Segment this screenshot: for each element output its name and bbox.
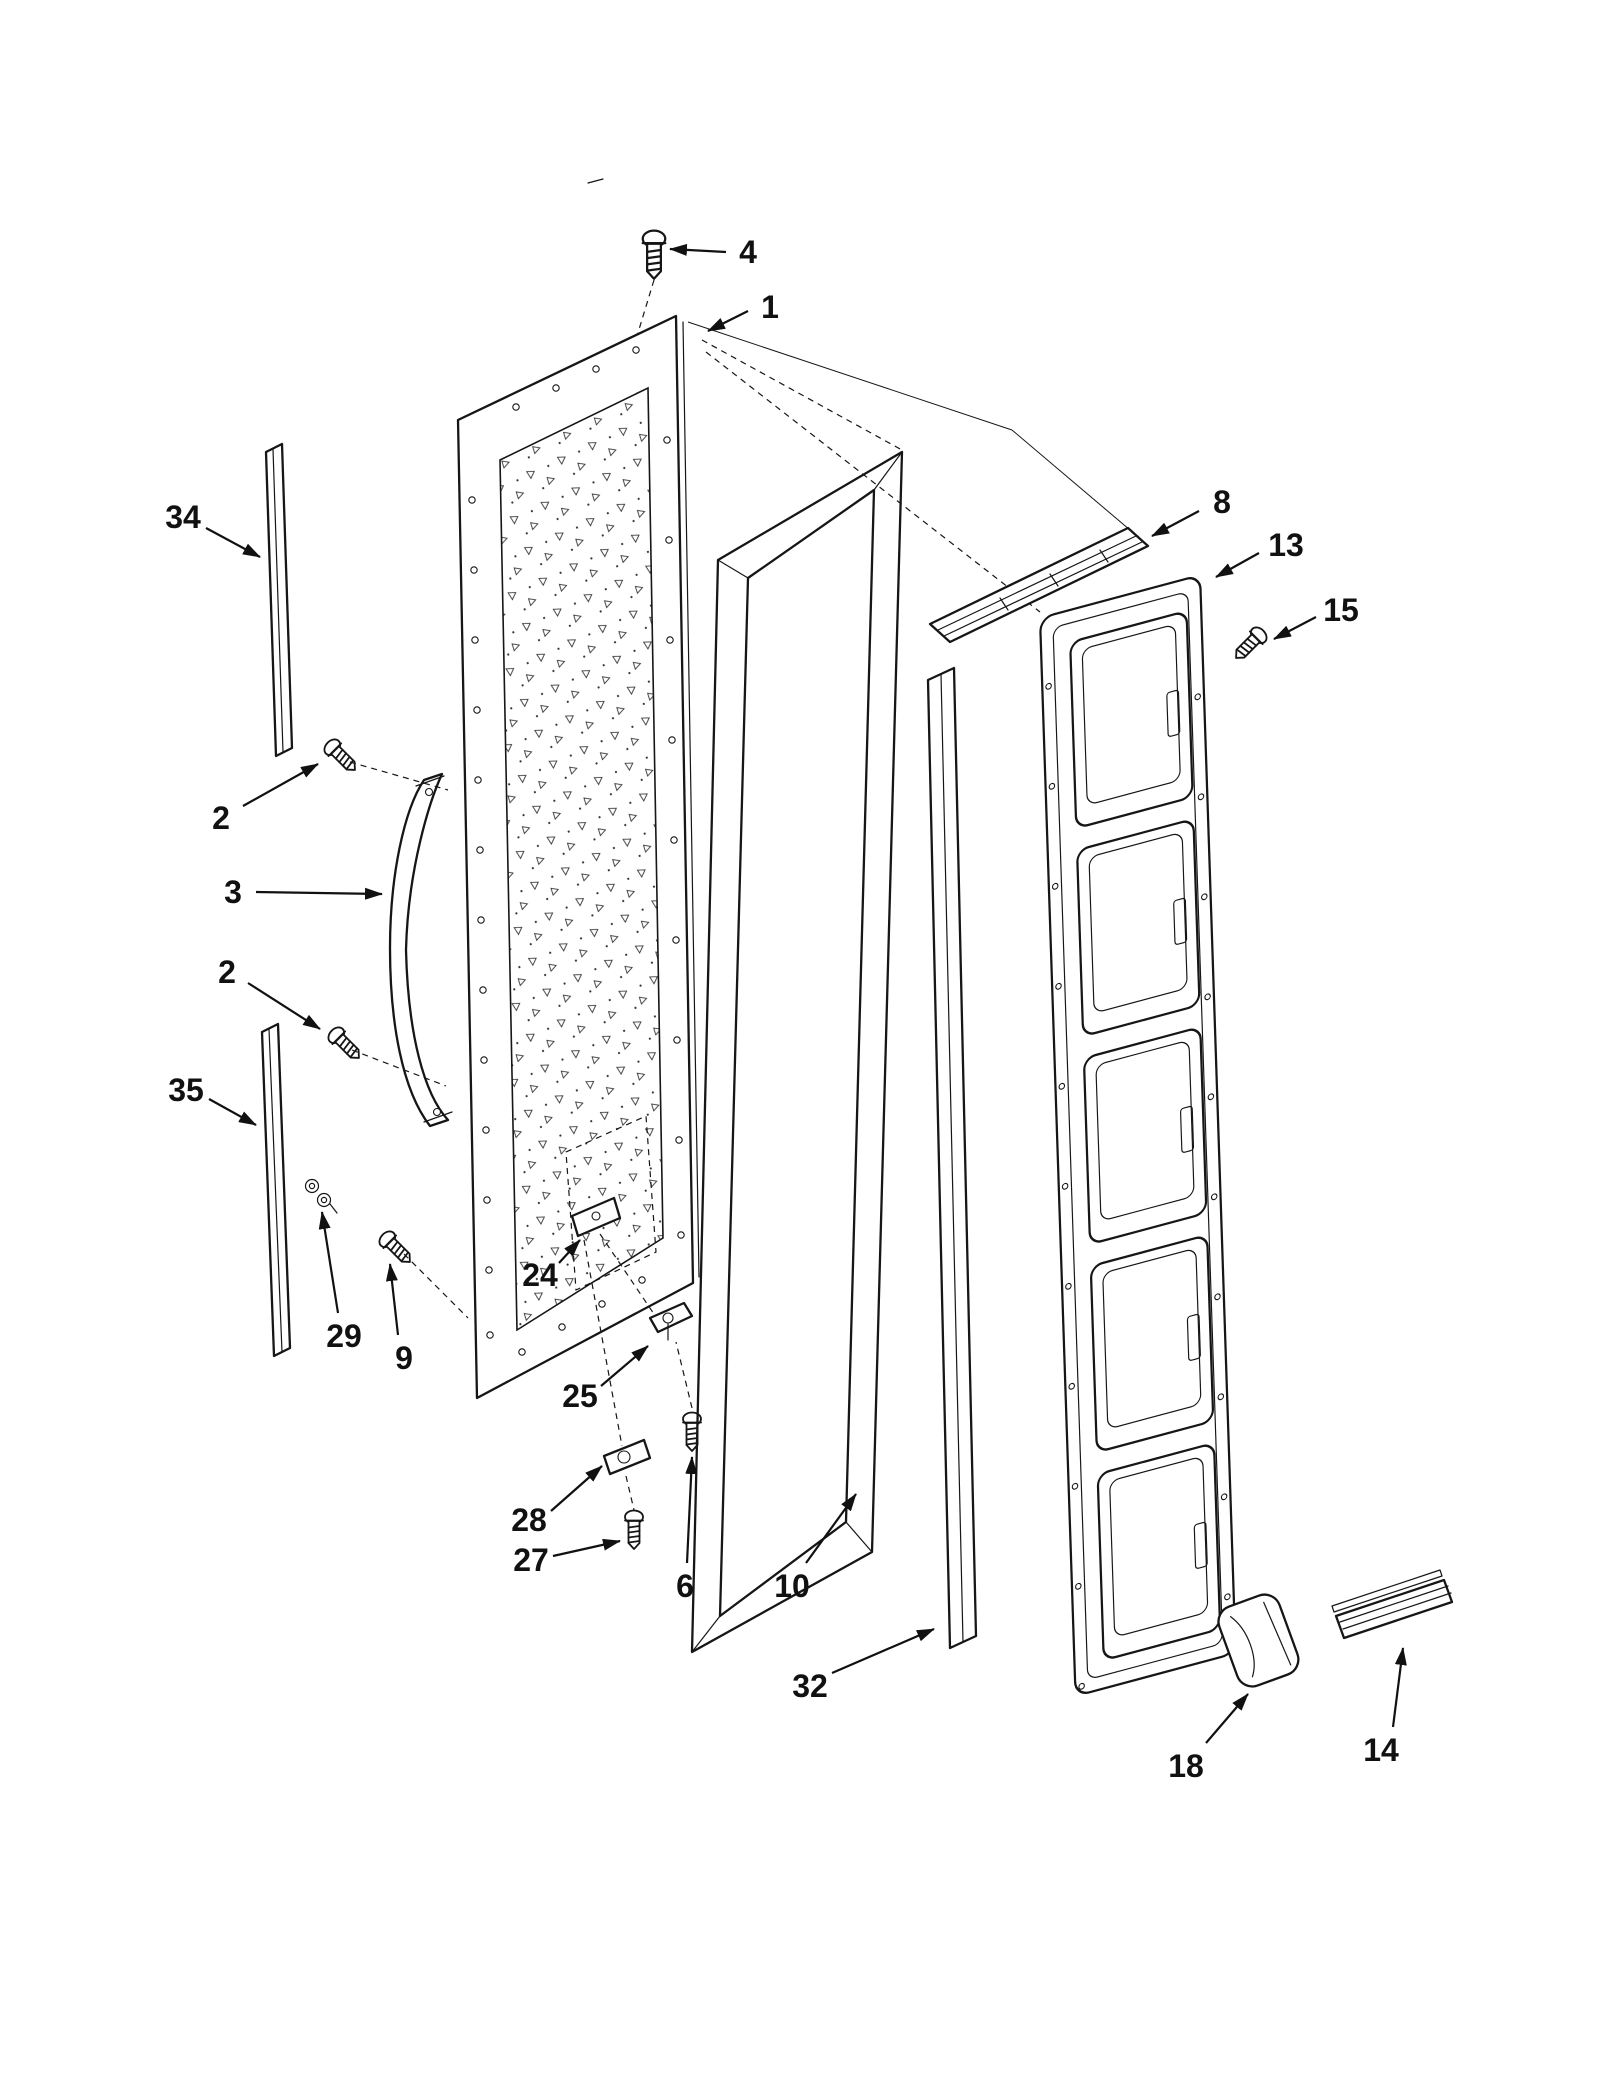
part-leader-3 (255, 887, 383, 900)
part-label-34: 34 (165, 499, 201, 535)
part-leader-32 (831, 1627, 935, 1675)
freezer-door-outer-panel (456, 314, 700, 1400)
part-leader-1 (707, 310, 749, 332)
part-leader-28 (550, 1465, 603, 1512)
liner-pocket (1083, 1028, 1208, 1243)
part-leader-29 (318, 1211, 340, 1314)
hinge-bracket-25 (648, 1301, 694, 1409)
part-leader-13 (1215, 552, 1260, 578)
part-leader-14 (1391, 1647, 1407, 1728)
screw-2-top-guide (349, 761, 449, 791)
screw-9 (375, 1227, 418, 1270)
part-leader-25 (600, 1345, 649, 1387)
door-gasket-10 (690, 450, 904, 1654)
part-label-32: 32 (792, 1668, 828, 1704)
part-label-4: 4 (739, 234, 757, 270)
trim-strip-35 (260, 1022, 292, 1358)
part-leader-2 (247, 982, 321, 1030)
top-trim-8 (928, 526, 1150, 644)
rail-14 (1331, 1569, 1454, 1640)
part-label-29: 29 (326, 1318, 362, 1354)
part-leader-4 (669, 243, 727, 256)
part-label-25: 25 (562, 1378, 598, 1414)
liner-pocket (1076, 820, 1201, 1035)
screw-9-guide (403, 1253, 469, 1319)
part-label-2: 2 (212, 800, 230, 836)
door-handle-3 (388, 772, 453, 1128)
part-leader-35 (208, 1098, 257, 1126)
part-label-6: 6 (676, 1568, 694, 1604)
part-leader-15 (1273, 616, 1317, 640)
stop-strip-32 (926, 666, 978, 1650)
end-block-28 (602, 1438, 652, 1511)
part-leader-34 (205, 527, 261, 558)
part-label-35: 35 (168, 1072, 204, 1108)
part-label-8: 8 (1213, 484, 1231, 520)
part-label-13: 13 (1268, 527, 1304, 563)
part-leader-24 (558, 1239, 581, 1264)
inner-door-liner-13 (1039, 577, 1237, 1695)
bracket-24 (570, 1196, 659, 1447)
screw-2-bottom (324, 1023, 367, 1066)
clip-29 (304, 1178, 338, 1214)
part-label-18: 18 (1168, 1748, 1204, 1784)
part-label-24: 24 (522, 1257, 558, 1293)
part-leader-6 (685, 1456, 698, 1564)
part-label-28: 28 (511, 1502, 547, 1538)
liner-screw-holes (1045, 682, 1231, 1690)
trim-strip-34 (264, 442, 294, 758)
part-label-3: 3 (224, 874, 242, 910)
part-label-1: 1 (761, 289, 779, 325)
part-label-9: 9 (395, 1340, 413, 1376)
projection-lines (687, 321, 1131, 613)
screw-27 (624, 1509, 644, 1550)
door-texture-panel (499, 386, 664, 1332)
screw-15 (1228, 623, 1271, 666)
part-label-27: 27 (513, 1542, 549, 1578)
part-label-15: 15 (1323, 592, 1359, 628)
door-screw-holes (468, 346, 685, 1356)
mount-area-dashed-box (565, 1115, 657, 1291)
part-leader-18 (1205, 1693, 1249, 1744)
screw-2-top (320, 735, 363, 778)
part-label-10: 10 (774, 1568, 810, 1604)
part-leader-27 (552, 1538, 621, 1558)
part-label-2: 2 (218, 954, 236, 990)
screw-4 (641, 229, 667, 280)
part-leader-8 (1151, 510, 1200, 537)
part-leader-9 (385, 1263, 400, 1336)
part-leader-2 (242, 763, 319, 807)
screw-2-bottom-guide (351, 1049, 447, 1087)
liner-pocket (1090, 1236, 1215, 1451)
part-leader-10 (805, 1493, 857, 1564)
liner-pocket (1096, 1444, 1221, 1659)
part-label-14: 14 (1363, 1732, 1399, 1768)
liner-pocket (1069, 612, 1194, 827)
handle-endcap-18 (1217, 1593, 1300, 1688)
tick-mark (587, 178, 604, 184)
